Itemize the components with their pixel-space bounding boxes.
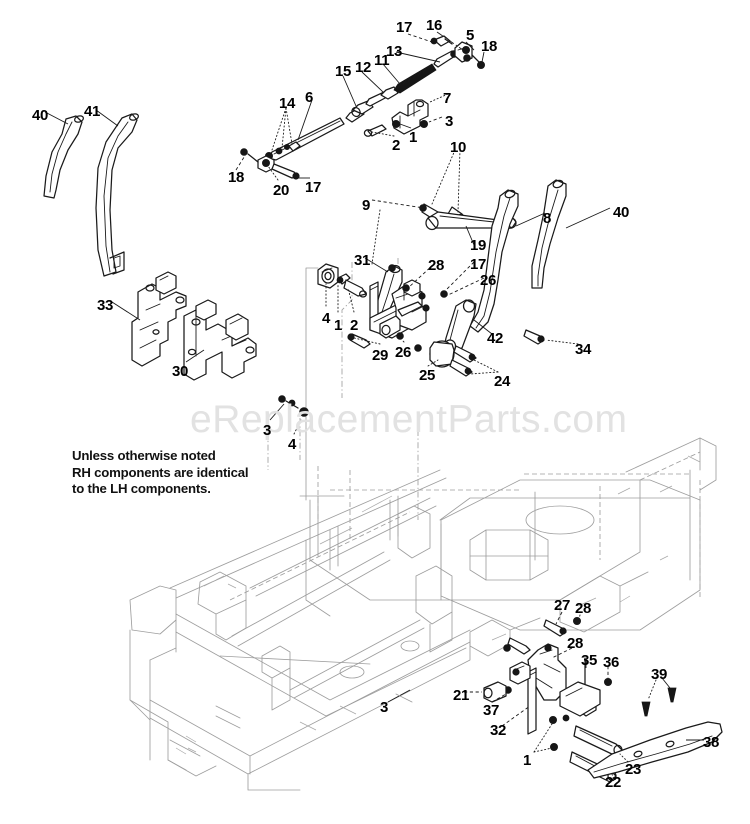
callout-8[interactable]: 8 (543, 210, 552, 227)
callout-16[interactable]: 16 (426, 17, 443, 34)
callout-27[interactable]: 27 (554, 597, 571, 614)
callout-4-a[interactable]: 4 (322, 310, 331, 327)
center-pivot-assembly (317, 263, 545, 377)
part-33-bracket (131, 271, 187, 367)
callout-37[interactable]: 37 (483, 702, 500, 719)
diagram-note: Unless otherwise noted RH components are… (72, 448, 249, 496)
callout-35[interactable]: 35 (581, 652, 598, 669)
part-25-pulley (429, 340, 455, 368)
callout-33[interactable]: 33 (97, 297, 114, 314)
callout-42[interactable]: 42 (487, 330, 504, 347)
callout-2-a[interactable]: 2 (392, 137, 401, 154)
callout-28-b[interactable]: 28 (575, 600, 592, 617)
callout-21[interactable]: 21 (453, 687, 470, 704)
callout-1-b[interactable]: 1 (334, 317, 343, 334)
callout-38[interactable]: 38 (703, 734, 720, 751)
callout-31[interactable]: 31 (354, 252, 371, 269)
callout-2-b[interactable]: 2 (350, 317, 359, 334)
callout-9[interactable]: 9 (362, 197, 371, 214)
callout-30[interactable]: 30 (172, 363, 189, 380)
callout-10[interactable]: 10 (450, 139, 467, 156)
callout-7[interactable]: 7 (443, 90, 452, 107)
callout-26-a[interactable]: 26 (480, 272, 497, 289)
callout-28-a[interactable]: 28 (428, 257, 445, 274)
callout-3-b[interactable]: 3 (263, 422, 272, 439)
callout-40-a[interactable]: 40 (32, 107, 49, 124)
callout-17-b[interactable]: 17 (305, 179, 322, 196)
watermark-text: eReplacementParts.com (190, 398, 628, 441)
part-30-bracket (183, 299, 257, 381)
callout-22[interactable]: 22 (605, 774, 622, 791)
callout-11[interactable]: 11 (374, 52, 390, 69)
callout-3-a[interactable]: 3 (445, 113, 454, 130)
part-41-right-handle-rod (95, 113, 140, 277)
callout-18-b[interactable]: 18 (228, 169, 245, 186)
part-38-blade (587, 721, 723, 779)
leader-lines (44, 31, 704, 781)
callout-20[interactable]: 20 (273, 182, 290, 199)
callout-6[interactable]: 6 (305, 89, 314, 106)
part-40-left-handle-rod (43, 115, 85, 199)
callout-3-c[interactable]: 3 (380, 699, 389, 716)
callout-19[interactable]: 19 (470, 237, 487, 254)
callout-5[interactable]: 5 (466, 27, 475, 44)
callout-40-b[interactable]: 40 (613, 204, 630, 221)
part-8-curved-rod (469, 189, 519, 333)
upper-rod-assembly (240, 35, 485, 180)
part-39-arrows (641, 687, 677, 717)
callout-25[interactable]: 25 (419, 367, 436, 384)
callout-29[interactable]: 29 (372, 347, 389, 364)
callout-39[interactable]: 39 (651, 666, 668, 683)
callout-18-a[interactable]: 18 (481, 38, 498, 55)
chassis-frame-ghost (129, 258, 717, 791)
part-40-right-curved-rod (531, 179, 567, 289)
callout-15[interactable]: 15 (335, 63, 352, 80)
callout-1-a[interactable]: 1 (409, 129, 418, 146)
link-assembly-10-19 (419, 203, 517, 231)
callout-32[interactable]: 32 (490, 722, 507, 739)
callout-1-c[interactable]: 1 (523, 752, 532, 769)
callout-13[interactable]: 13 (386, 43, 403, 60)
callout-41[interactable]: 41 (84, 103, 101, 120)
part-11-turnbuckle (393, 63, 437, 94)
callout-14[interactable]: 14 (279, 95, 296, 112)
callout-17-a[interactable]: 17 (396, 19, 413, 36)
fasteners-3-4-middle (278, 395, 309, 417)
callout-17-c[interactable]: 17 (470, 256, 487, 273)
callout-12[interactable]: 12 (355, 59, 372, 76)
callout-36[interactable]: 36 (603, 654, 620, 671)
callout-26-b[interactable]: 26 (395, 344, 412, 361)
callout-34[interactable]: 34 (575, 341, 592, 358)
callout-28-c[interactable]: 28 (567, 635, 584, 652)
lower-pedal-assembly (483, 617, 723, 783)
callout-4-b[interactable]: 4 (288, 436, 297, 453)
callout-23[interactable]: 23 (625, 761, 642, 778)
callout-24[interactable]: 24 (494, 373, 511, 390)
